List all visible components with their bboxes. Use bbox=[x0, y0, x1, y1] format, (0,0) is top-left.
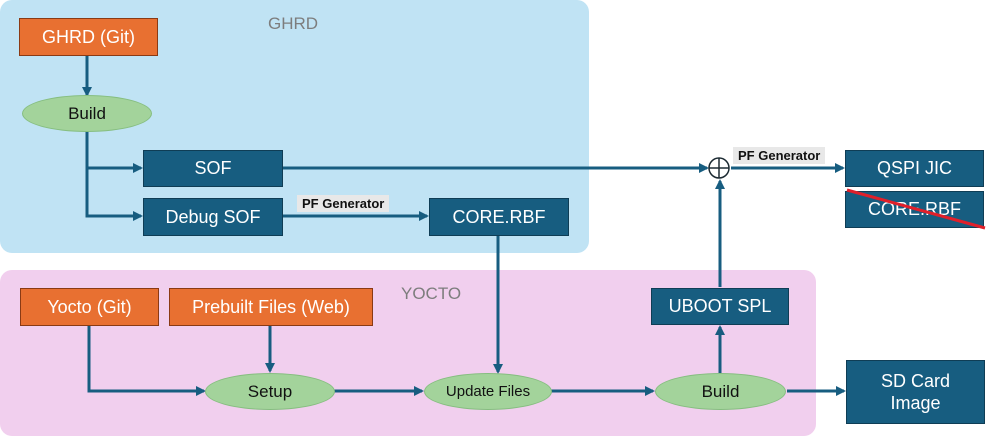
yocto-build-step[interactable]: Build bbox=[655, 373, 786, 410]
debug-sof-box[interactable]: Debug SOF bbox=[143, 198, 283, 236]
sd-card-label-line2: Image bbox=[890, 393, 941, 413]
arrow-build-to-debug-sof bbox=[85, 168, 143, 221]
combiner-icon bbox=[708, 157, 730, 179]
prebuilt-files-box[interactable]: Prebuilt Files (Web) bbox=[169, 288, 373, 326]
arrow-build-to-sof bbox=[85, 130, 143, 173]
qspi-jic-box[interactable]: QSPI JIC bbox=[845, 150, 984, 187]
sd-card-image-box[interactable]: SD Card Image bbox=[846, 360, 985, 424]
ghrd-region-label: GHRD bbox=[268, 14, 319, 33]
pf-generator-label: PF Generator bbox=[297, 195, 390, 212]
setup-step[interactable]: Setup bbox=[205, 373, 335, 410]
sd-card-label-line1: SD Card bbox=[880, 370, 951, 391]
ghrd-git-box[interactable]: GHRD (Git) bbox=[19, 18, 158, 56]
update-files-step[interactable]: Update Files bbox=[424, 373, 552, 410]
arrow-yocto-git-to-setup bbox=[87, 325, 206, 396]
core-rbf-box[interactable]: CORE.RBF bbox=[429, 198, 569, 236]
yocto-git-box[interactable]: Yocto (Git) bbox=[20, 288, 159, 326]
ghrd-build-step[interactable]: Build bbox=[22, 95, 152, 132]
strikethrough-line bbox=[846, 188, 986, 230]
pf-generator-label: PF Generator bbox=[733, 147, 826, 164]
yocto-region-label: YOCTO bbox=[401, 284, 462, 303]
uboot-spl-box[interactable]: UBOOT SPL bbox=[651, 288, 789, 325]
sof-box[interactable]: SOF bbox=[143, 150, 283, 187]
